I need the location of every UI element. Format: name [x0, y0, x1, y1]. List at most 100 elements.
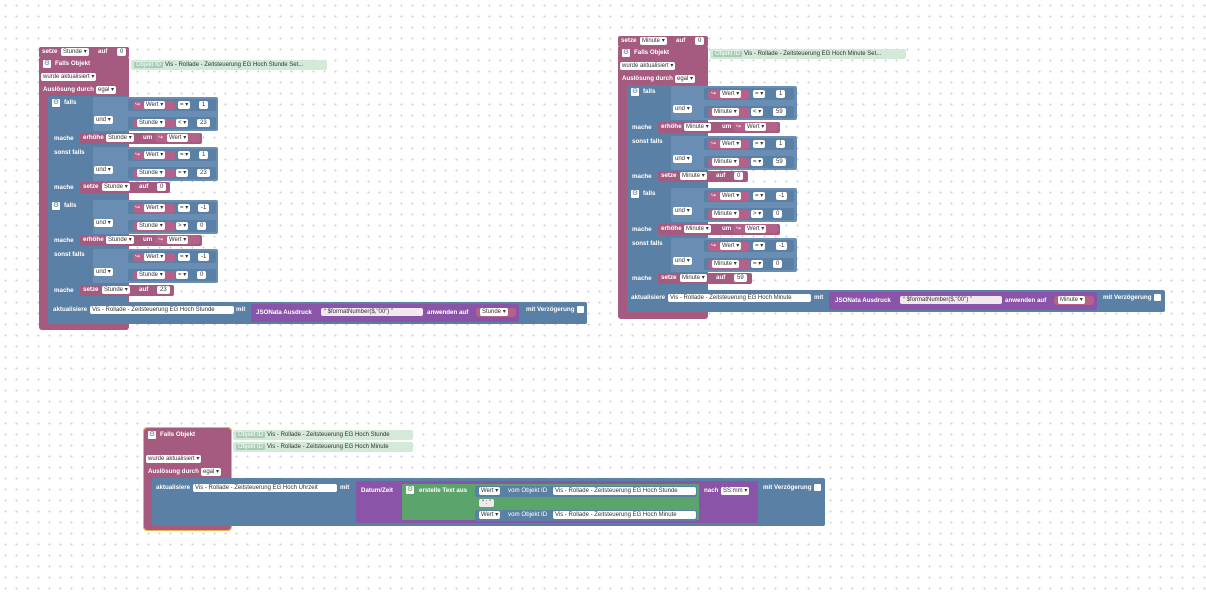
- number-value[interactable]: 1: [776, 140, 786, 148]
- und-dropdown[interactable]: und ▾: [673, 257, 692, 265]
- gear-icon[interactable]: ⚙: [52, 202, 60, 210]
- operator-dropdown[interactable]: = ▾: [178, 204, 191, 212]
- wert-dropdown[interactable]: Wert ▾: [144, 151, 166, 159]
- gear-icon[interactable]: ⚙: [148, 431, 156, 439]
- und-dropdown[interactable]: und ▾: [673, 155, 692, 163]
- ausloesung-dropdown[interactable]: egal ▾: [201, 468, 222, 476]
- operator-dropdown[interactable]: = ▾: [751, 158, 764, 166]
- separator-text[interactable]: “ : ”: [479, 499, 495, 507]
- increment-block[interactable]: [658, 224, 780, 235]
- gear-icon[interactable]: ⚙: [631, 190, 639, 198]
- operator-dropdown[interactable]: = ▾: [178, 151, 191, 159]
- number-value[interactable]: 59: [734, 274, 747, 282]
- number-value[interactable]: 1: [776, 90, 786, 98]
- increment-block[interactable]: [80, 235, 202, 246]
- operator-dropdown[interactable]: > ▾: [751, 210, 764, 218]
- number-value[interactable]: 59: [773, 108, 786, 116]
- variable-dropdown[interactable]: Stunde ▾: [102, 286, 130, 294]
- variable-dropdown[interactable]: Stunde ▾: [106, 236, 134, 244]
- delay-checkbox[interactable]: [814, 484, 821, 491]
- variable-dropdown[interactable]: Stunde ▾: [137, 119, 165, 127]
- trigger-dropdown[interactable]: wurde aktualisiert ▾: [41, 73, 97, 81]
- variable-dropdown[interactable]: Minute ▾: [684, 225, 711, 233]
- target-object-field[interactable]: Vis - Rollade - Zeitsteuerung EG Hoch Uh…: [193, 484, 337, 492]
- wert-dropdown[interactable]: Wert ▾: [144, 253, 166, 261]
- increment-block[interactable]: [80, 133, 202, 144]
- number-value[interactable]: 0: [197, 271, 207, 279]
- und-dropdown[interactable]: und ▾: [94, 166, 113, 174]
- und-dropdown[interactable]: und ▾: [94, 116, 113, 124]
- wert-dropdown[interactable]: Wert ▾: [720, 192, 742, 200]
- variable-dropdown[interactable]: Minute ▾: [680, 172, 707, 180]
- und-dropdown[interactable]: und ▾: [673, 105, 692, 113]
- operator-dropdown[interactable]: = ▾: [178, 253, 191, 261]
- wert-dropdown[interactable]: Wert ▾: [745, 225, 767, 233]
- gear-icon[interactable]: ⚙: [406, 486, 414, 494]
- wert-dropdown[interactable]: Wert ▾: [479, 487, 501, 495]
- variable-dropdown[interactable]: Minute ▾: [712, 108, 739, 116]
- number-value[interactable]: 0: [773, 210, 783, 218]
- number-value[interactable]: 0: [734, 172, 744, 180]
- gear-icon[interactable]: ⚙: [43, 60, 51, 68]
- variable-dropdown[interactable]: Stunde ▾: [106, 134, 134, 142]
- target-object-field[interactable]: Vis - Rollade - Zeitsteuerung EG Hoch Mi…: [668, 294, 811, 302]
- number-value[interactable]: 1: [199, 151, 209, 159]
- number-value[interactable]: 1: [199, 101, 209, 109]
- format-expression[interactable]: “ $formatNumber($,"00") ”: [900, 296, 1002, 304]
- init-value[interactable]: 0: [695, 37, 705, 45]
- operator-dropdown[interactable]: = ▾: [753, 242, 766, 250]
- variable-dropdown[interactable]: Stunde ▾: [480, 308, 508, 316]
- format-expression[interactable]: “ $formatNumber($,"00") ”: [321, 308, 423, 316]
- operator-dropdown[interactable]: < ▾: [751, 108, 764, 116]
- variable-dropdown[interactable]: Minute ▾: [680, 274, 707, 282]
- operator-dropdown[interactable]: = ▾: [176, 271, 189, 279]
- operator-dropdown[interactable]: = ▾: [753, 140, 766, 148]
- operator-dropdown[interactable]: < ▾: [176, 119, 189, 127]
- number-value[interactable]: 59: [773, 158, 786, 166]
- number-value[interactable]: 23: [197, 169, 210, 177]
- wert-dropdown[interactable]: Wert ▾: [745, 123, 767, 131]
- operator-dropdown[interactable]: = ▾: [178, 101, 191, 109]
- operator-dropdown[interactable]: = ▾: [751, 260, 764, 268]
- number-value[interactable]: -1: [198, 204, 210, 212]
- number-value[interactable]: -1: [198, 253, 210, 261]
- delay-checkbox[interactable]: [1154, 294, 1161, 301]
- wert-dropdown[interactable]: Wert ▾: [167, 236, 189, 244]
- operator-dropdown[interactable]: = ▾: [176, 169, 189, 177]
- operator-dropdown[interactable]: > ▾: [176, 222, 189, 230]
- wert-dropdown[interactable]: Wert ▾: [144, 204, 166, 212]
- variable-dropdown[interactable]: Stunde ▾: [61, 48, 89, 56]
- variable-dropdown[interactable]: Minute ▾: [1058, 296, 1085, 304]
- operator-dropdown[interactable]: = ▾: [753, 192, 766, 200]
- variable-dropdown[interactable]: Minute ▾: [712, 260, 739, 268]
- gear-icon[interactable]: ⚙: [631, 88, 639, 96]
- number-value[interactable]: -1: [776, 242, 788, 250]
- wert-dropdown[interactable]: Wert ▾: [720, 242, 742, 250]
- gear-icon[interactable]: ⚙: [52, 99, 60, 107]
- wert-dropdown[interactable]: Wert ▾: [479, 511, 501, 519]
- format-dropdown[interactable]: SS:mm ▾: [721, 487, 750, 495]
- source-object-field[interactable]: Vis - Rollade - Zeitsteuerung EG Hoch Mi…: [553, 511, 696, 519]
- number-value[interactable]: 0: [157, 183, 167, 191]
- init-value[interactable]: 0: [117, 48, 127, 56]
- source-object-field[interactable]: Vis - Rollade - Zeitsteuerung EG Hoch St…: [553, 487, 696, 495]
- variable-dropdown[interactable]: Stunde ▾: [137, 271, 165, 279]
- number-value[interactable]: 0: [773, 260, 783, 268]
- variable-dropdown[interactable]: Stunde ▾: [137, 222, 165, 230]
- trigger-dropdown[interactable]: wurde aktualisiert ▾: [620, 62, 676, 70]
- target-object-field[interactable]: Vis - Rollade - Zeitsteuerung EG Hoch St…: [90, 306, 234, 314]
- variable-dropdown[interactable]: Minute ▾: [712, 158, 739, 166]
- ausloesung-dropdown[interactable]: egal ▾: [675, 75, 696, 83]
- gear-icon[interactable]: ⚙: [622, 49, 630, 57]
- und-dropdown[interactable]: und ▾: [673, 207, 692, 215]
- number-value[interactable]: 0: [197, 222, 207, 230]
- operator-dropdown[interactable]: = ▾: [753, 90, 766, 98]
- increment-block[interactable]: [658, 122, 780, 133]
- variable-dropdown[interactable]: Minute ▾: [712, 210, 739, 218]
- variable-dropdown[interactable]: Minute ▾: [684, 123, 711, 131]
- variable-dropdown[interactable]: Stunde ▾: [102, 183, 130, 191]
